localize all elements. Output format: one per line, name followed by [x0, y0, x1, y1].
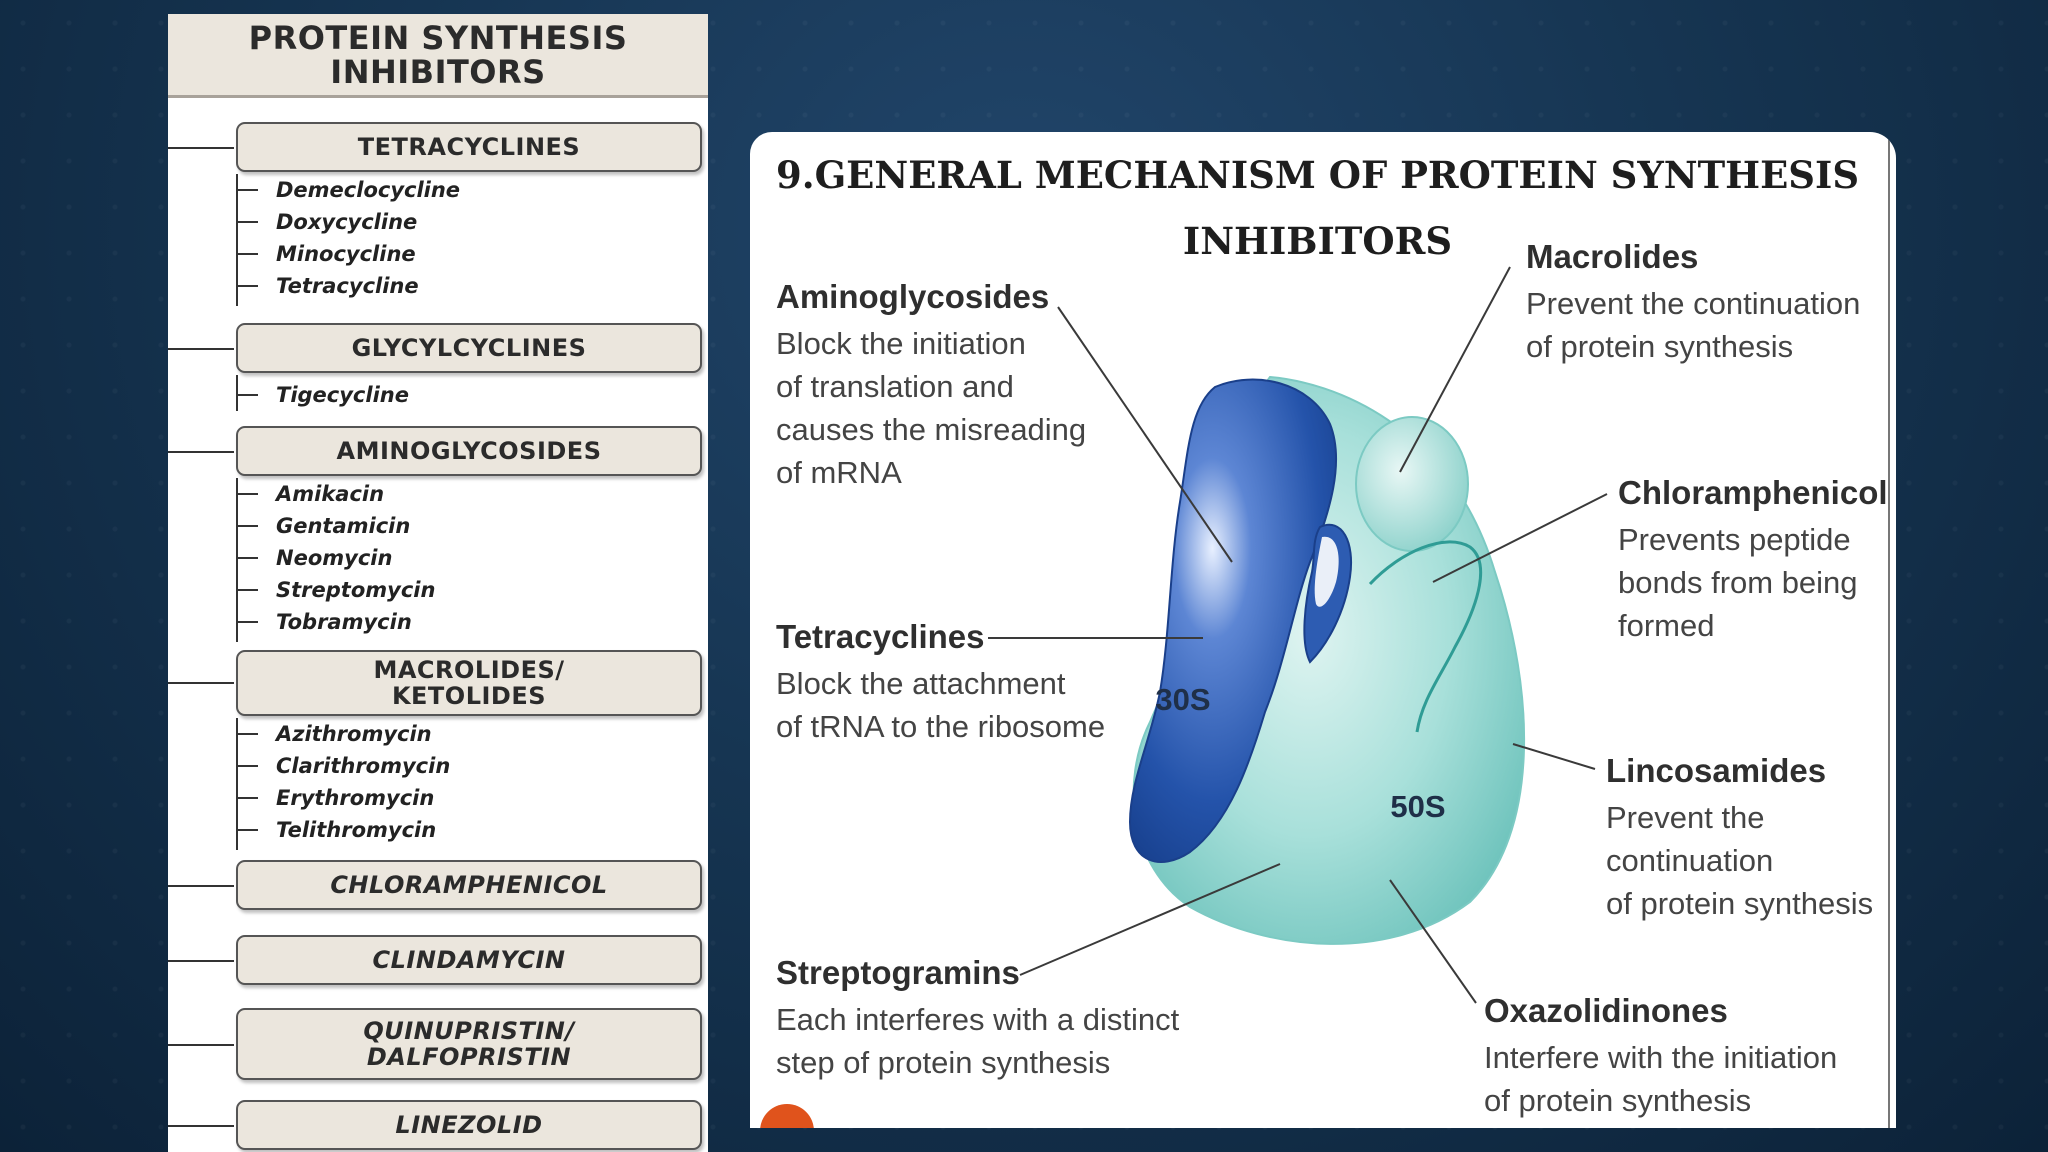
drug-item: Tetracycline [236, 270, 419, 302]
annotation-desc-chloramphenicol: Prevents peptide bonds from being formed [1618, 522, 1858, 643]
branch-line [168, 1125, 234, 1127]
classification-panel: PROTEIN SYNTHESIS INHIBITORS TETRACYCLIN… [168, 14, 708, 1152]
annotation-title-aminoglycosides: Aminoglycosides [776, 278, 1050, 315]
drug-item: Neomycin [236, 542, 392, 574]
drug-item: Erythromycin [236, 782, 434, 814]
subunit-50s-head [1355, 416, 1469, 552]
branch-line [168, 960, 234, 962]
annotation-title-chloramphenicol: Chloramphenicol [1618, 474, 1888, 511]
drug-item: Minocycline [236, 238, 416, 270]
branch-line [168, 682, 234, 684]
mechanism-diagram-panel: 9.GENERAL MECHANISM OF PROTEIN SYNTHESIS… [750, 132, 1896, 1128]
drug-item: Amikacin [236, 478, 384, 510]
drug-list-line [236, 478, 238, 642]
subunit-30s-shape [1128, 378, 1338, 863]
branch-line [168, 348, 234, 350]
class-box-clindamycin: CLINDAMYCIN [236, 935, 702, 985]
annotation-desc-macrolides: Prevent the continuation of protein synt… [1526, 286, 1861, 364]
drug-item: Streptomycin [236, 574, 435, 606]
drug-list-line [236, 174, 238, 306]
annotation-title-lincosamides: Lincosamides [1606, 752, 1827, 789]
annotation-desc-tetracyclines: Block the attachment of tRNA to the ribo… [776, 666, 1106, 744]
class-box-chloramphenicol: CHLORAMPHENICOL [236, 860, 702, 910]
panel-border [1888, 132, 1890, 1128]
leader-line-macrolides [1399, 266, 1511, 473]
drug-item: Tigecycline [236, 379, 409, 411]
annotation-desc-lincosamides: Prevent the continuation of protein synt… [1606, 800, 1874, 921]
class-box-quinupristin: QUINUPRISTIN/ DALFOPRISTIN [236, 1008, 702, 1080]
branch-line [168, 147, 234, 149]
class-box-tetracyclines: TETRACYCLINES [236, 122, 702, 172]
annotation-desc-streptogramins: Each interferes with a distinct step of … [776, 1002, 1180, 1080]
branch-line [168, 885, 234, 887]
class-box-macrolides: MACROLIDES/ KETOLIDES [236, 650, 702, 716]
ribosome-illustration: 30S 50S [988, 266, 1608, 1004]
drug-item: Gentamicin [236, 510, 410, 542]
leader-line-aminoglycosides [1057, 306, 1233, 563]
annotation-desc-aminoglycosides: Block the initiation of translation and … [776, 326, 1087, 490]
subunit-30s-label: 30S [1155, 682, 1210, 717]
classification-title: PROTEIN SYNTHESIS INHIBITORS [168, 14, 708, 98]
annotation-title-streptogramins: Streptogramins [776, 954, 1020, 991]
leader-line-streptogramins [1019, 863, 1281, 976]
leader-line-chloramphenicol [1432, 493, 1608, 583]
drug-item: Tobramycin [236, 606, 412, 638]
drug-item: Clarithromycin [236, 750, 450, 782]
leader-line-lincosamides [1512, 743, 1596, 770]
annotation-title-macrolides: Macrolides [1526, 238, 1699, 275]
branch-line [168, 451, 234, 453]
leader-line-oxazolidinones [1389, 879, 1477, 1004]
annotation-title-tetracyclines: Tetracyclines [776, 618, 985, 655]
annotation-title-oxazolidinones: Oxazolidinones [1484, 992, 1728, 1029]
class-box-glycylcyclines: GLYCYLCYCLINES [236, 323, 702, 373]
drug-item: Demeclocycline [236, 174, 460, 206]
drug-list-line [236, 375, 238, 411]
class-box-aminoglycosides: AMINOGLYCOSIDES [236, 426, 702, 476]
class-box-linezolid: LINEZOLID [236, 1100, 702, 1150]
branch-line [168, 1044, 234, 1046]
trna-strand [1368, 540, 1483, 733]
subunit-50s-label: 50S [1390, 789, 1445, 824]
annotation-desc-oxazolidinones: Interfere with the initiation of protein… [1484, 1040, 1838, 1118]
diagram-title: 9.GENERAL MECHANISM OF PROTEIN SYNTHESIS… [775, 153, 1860, 263]
drug-item: Telithromycin [236, 814, 436, 846]
drug-item: Doxycycline [236, 206, 417, 238]
drug-item: Azithromycin [236, 718, 432, 750]
drug-list-line [236, 718, 238, 850]
